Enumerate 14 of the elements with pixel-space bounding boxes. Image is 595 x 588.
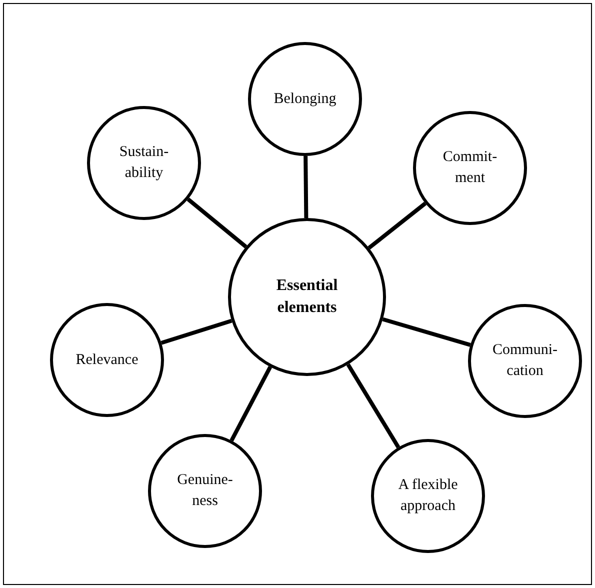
circle-label: Genuine- ness: [176, 471, 234, 511]
circle-label: A flexible approach: [397, 476, 459, 516]
connector-line: [304, 156, 308, 218]
circle-label: Belonging: [272, 90, 338, 108]
connector-line: [368, 202, 427, 250]
circle-label: Sustain- ability: [118, 143, 170, 183]
connector-line: [346, 363, 400, 448]
connector-line: [230, 366, 272, 442]
circle-label: Commit- ment: [442, 148, 498, 188]
circle-label: Communi- cation: [491, 341, 558, 381]
circle-label: Relevance: [74, 350, 140, 370]
connector-line: [186, 198, 248, 248]
connector-line: [160, 318, 232, 345]
circle-label: Essential elements: [275, 276, 339, 318]
